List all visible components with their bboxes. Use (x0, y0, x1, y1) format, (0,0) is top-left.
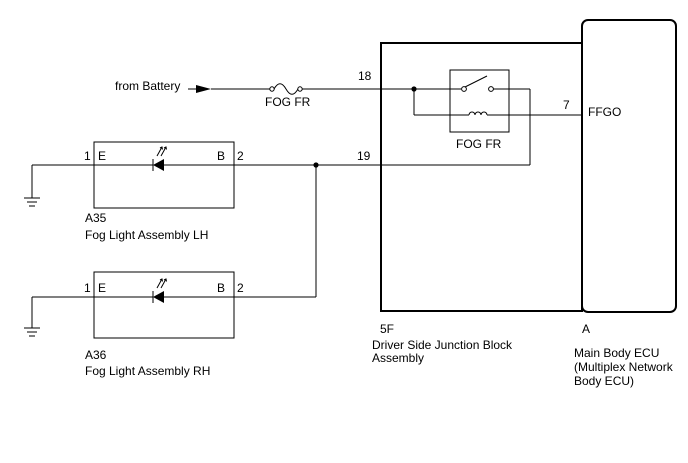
ecu-code: A (582, 322, 590, 336)
fog-rh-pin-b-label: B (217, 281, 225, 295)
fuse-icon (269, 83, 303, 95)
fog-lh-box (93, 141, 235, 209)
fog-lh-pin-b-num: 2 (237, 149, 244, 163)
battery-arrow-icon (196, 85, 211, 93)
fog-lh-code: A35 (85, 211, 107, 225)
battery-label: from Battery (115, 79, 180, 93)
fog-lh-pin-b-label: B (217, 149, 225, 163)
fog-rh-pin-e-label: E (98, 281, 106, 295)
junction-pin-19: 19 (357, 149, 371, 163)
fog-rh-ground-icon (24, 327, 40, 337)
ecu-pin-7: 7 (563, 98, 570, 112)
fuse-label: FOG FR (265, 95, 311, 109)
relay-coil-icon (468, 111, 488, 116)
main-body-ecu-box (581, 19, 677, 313)
junction-block-name-line1: Driver Side Junction Block (372, 338, 513, 352)
relay-switch-icon (461, 75, 494, 92)
fog-lh-ground-icon (24, 197, 40, 207)
fog-lh-led-icon (152, 146, 167, 171)
ecu-name-line1: Main Body ECU (574, 346, 659, 360)
fog-rh-name: Fog Light Assembly RH (85, 364, 210, 378)
ecu-terminal-ffgo: FFGO (588, 105, 621, 119)
junction-block-code: 5F (380, 322, 394, 336)
relay-label: FOG FR (456, 137, 502, 151)
fog-lh-pin-e-num: 1 (84, 149, 91, 163)
fog-rh-pin-b-num: 2 (237, 281, 244, 295)
fog-lh-pin-e-label: E (98, 149, 106, 163)
junction-block-name-line2: Assembly (372, 351, 424, 365)
ecu-name-line2: (Multiplex Network (574, 360, 674, 374)
junction-pin-18: 18 (358, 69, 372, 83)
relay-box (449, 69, 510, 133)
ecu-name-line3: Body ECU) (574, 374, 634, 388)
fog-rh-box (93, 271, 235, 339)
fog-rh-led-icon (152, 278, 167, 303)
fog-rh-pin-e-num: 1 (84, 281, 91, 295)
fog-lh-name: Fog Light Assembly LH (85, 228, 208, 242)
fog-rh-code: A36 (85, 348, 107, 362)
junction-block-box (380, 42, 583, 312)
